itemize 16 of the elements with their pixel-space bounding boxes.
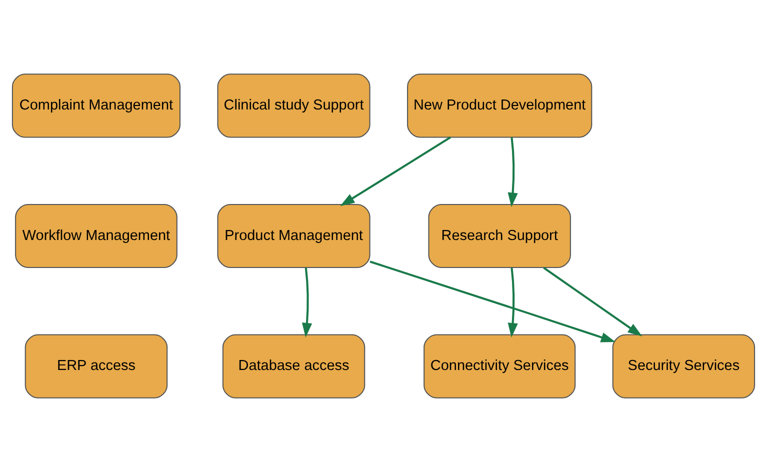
arrow bbox=[508, 137, 518, 208]
node-box: Database access bbox=[222, 334, 366, 398]
arrow bbox=[340, 136, 452, 206]
node-box: Complaint Management bbox=[12, 74, 181, 138]
node-box: Product Management bbox=[217, 204, 370, 268]
node-box: Connectivity Services bbox=[424, 334, 576, 398]
node-box: Security Services bbox=[612, 334, 756, 398]
arrow bbox=[543, 266, 642, 336]
arrow bbox=[302, 268, 312, 338]
node-box: Workflow Management bbox=[15, 204, 178, 268]
arrow bbox=[508, 268, 518, 338]
node-box: ERP access bbox=[24, 334, 168, 398]
node-box: Research Support bbox=[428, 204, 571, 268]
node-box: New Product Development bbox=[407, 74, 592, 138]
arrow bbox=[370, 260, 616, 342]
node-box: Clinical study Support bbox=[217, 74, 370, 138]
